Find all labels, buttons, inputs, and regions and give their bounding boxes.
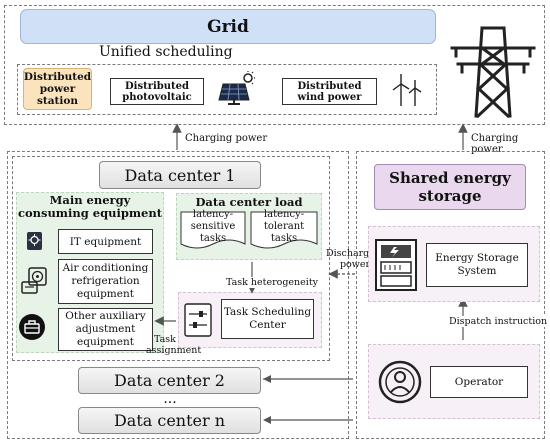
dcn-box: Data center n <box>78 407 261 434</box>
source-power-station: Distributed power station <box>23 68 92 110</box>
scheduler-sliders-icon <box>184 303 212 337</box>
charging-power-right: Charging power <box>471 133 519 155</box>
battery-rack-icon <box>375 239 417 291</box>
dc2-box: Data center 2 <box>78 367 261 394</box>
wind-turbine-icon <box>392 74 422 106</box>
unified-scheduling-label: Unified scheduling <box>99 44 233 60</box>
task-assignment-label: Task assignment <box>146 334 202 356</box>
grid-title-box: Grid <box>20 9 436 44</box>
grid-title: Grid <box>207 16 249 37</box>
air-conditioner-icon <box>21 267 47 294</box>
task-latency-sensitive: latency-sensitive tasks <box>190 209 236 244</box>
equipment-air-conditioning: Air conditioning refrigeration equipment <box>58 259 153 304</box>
transmission-tower-icon <box>450 26 536 119</box>
data-centers-region <box>7 151 349 439</box>
storage-title-box: Shared energy storage <box>374 164 526 210</box>
operator-box: Operator <box>430 366 528 398</box>
grid-sources-box <box>17 64 437 115</box>
storage-region <box>356 151 545 439</box>
task-latency-tolerant: latency-tolerant tasks <box>263 209 305 244</box>
charging-power-left: Charging power <box>185 133 268 144</box>
source-photovoltaic: Distributed photovoltaic <box>110 78 204 105</box>
discharging-power-label: Discharging power <box>326 248 385 270</box>
dc1-region <box>12 156 330 361</box>
operator-icon <box>378 360 422 404</box>
server-icon <box>27 232 42 250</box>
task-heterogeneity-label: Task heterogeneity <box>226 277 319 288</box>
equipment-title: Main energy consuming equipment <box>17 193 163 220</box>
dc1-title-box: Data center 1 <box>99 161 261 189</box>
source-wind-power: Distributed wind power <box>282 78 377 105</box>
task-scheduling-center: Task Scheduling Center <box>221 299 314 339</box>
load-title: Data center load <box>195 195 303 209</box>
toolbox-icon <box>19 314 45 340</box>
energy-storage-system: Energy Storage System <box>426 243 528 287</box>
dispatch-instruction-label: Dispatch instruction <box>449 316 548 327</box>
dc-ellipsis: ... <box>163 391 177 407</box>
equipment-it: IT equipment <box>58 229 153 254</box>
solar-panel-icon <box>218 71 255 105</box>
equipment-auxiliary: Other auxiliary adjustment equipment <box>58 308 153 351</box>
grid-region <box>4 5 545 125</box>
